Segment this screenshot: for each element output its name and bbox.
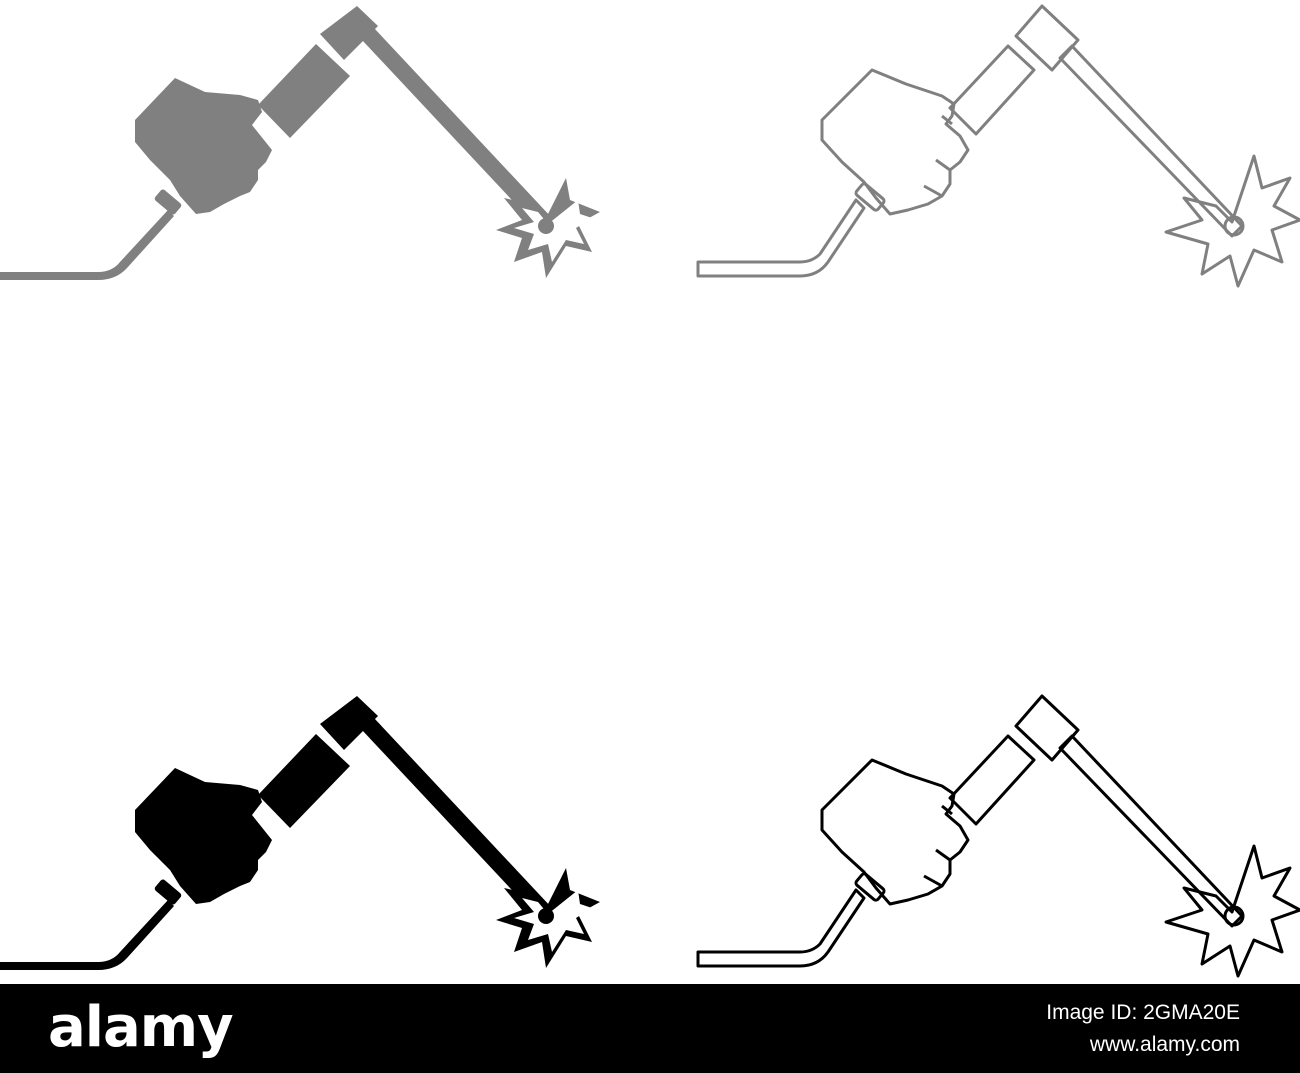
alamy-logo: alamy [48, 995, 234, 1060]
icon-canvas [0, 0, 1300, 978]
welding-torch-icon-filled-grey [0, 0, 650, 330]
site-url-label: www.alamy.com [1089, 1033, 1240, 1056]
image-id-label: Image ID: 2GMA20E [1046, 1001, 1240, 1024]
welding-torch-icon-filled-black [0, 690, 650, 1020]
welding-torch-icon-outline-black [650, 690, 1300, 1020]
welding-torch-icon-outline-grey [650, 0, 1300, 330]
watermark-footer: alamy Image ID: 2GMA20E www.alamy.com [0, 984, 1300, 1073]
